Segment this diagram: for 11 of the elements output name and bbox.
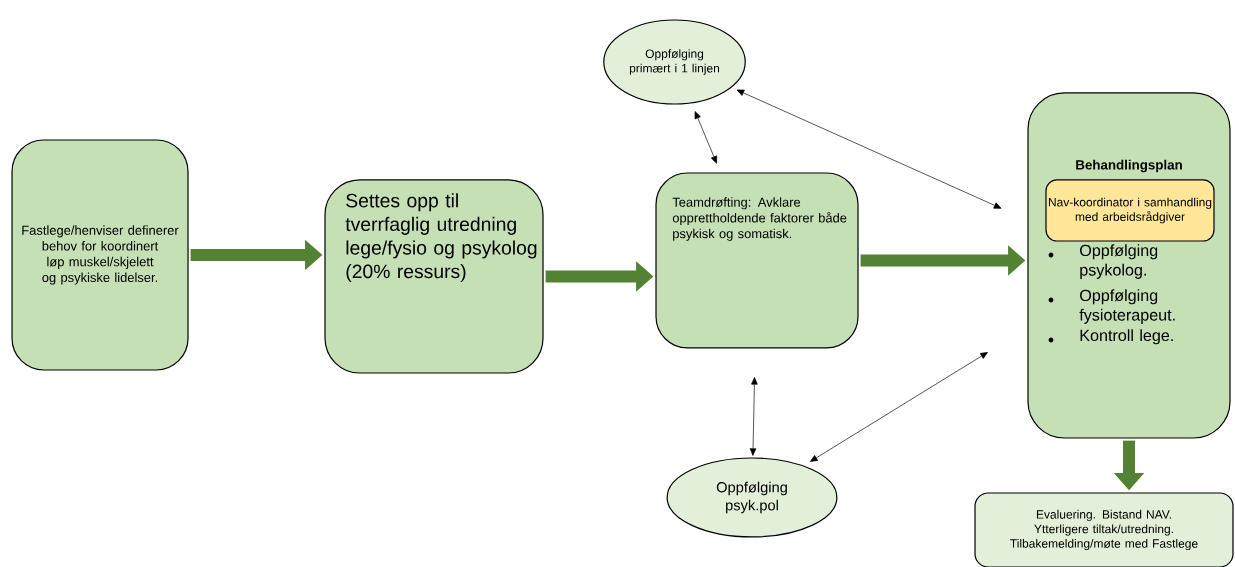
arrow [736,89,1002,209]
process-box: Evaluering. Bistand NAV. Ytterligere tiltak/utredning. Tilbakemelding/møte med Fastlege [974,492,1234,567]
process-box: Fastlege/henviser definerer behov for koordinert løp muskel/skjelett og psykiske lidelser. [11,139,189,371]
arrow [694,111,718,164]
process-box: Settes opp til tverrfaglig utredning lege/fysio og psykolog (20% ressurs) [324,179,544,374]
ellipse-node: Oppfølging primært i 1 linjen [603,19,746,105]
arrow [810,352,988,462]
process-box: Teamdrøfting: Avklare opprettholdende faktorer både psykisk og somatisk. [655,172,859,349]
note-box: Nav-koordinator i samhandling med arbeidsrådgiver [1045,179,1215,242]
ellipse-node: Oppfølging psyk.pol [666,457,838,538]
arrow [749,377,758,456]
